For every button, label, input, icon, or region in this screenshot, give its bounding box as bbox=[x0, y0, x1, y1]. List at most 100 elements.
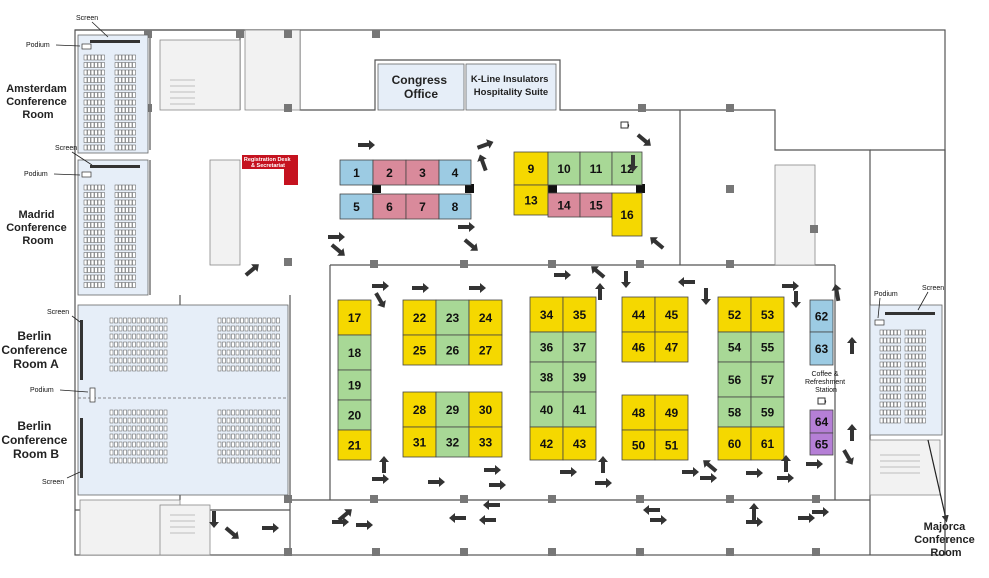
booth-8: 8 bbox=[438, 193, 472, 220]
seat bbox=[922, 329, 926, 336]
seat bbox=[136, 433, 141, 440]
seat bbox=[262, 333, 267, 340]
seat bbox=[90, 137, 95, 143]
seat bbox=[222, 325, 226, 332]
seat bbox=[121, 77, 126, 83]
seat bbox=[267, 425, 271, 432]
booth-number: 33 bbox=[479, 436, 493, 450]
booth-number: 16 bbox=[620, 208, 634, 222]
direction-arrow-icon bbox=[412, 283, 429, 293]
booth-box bbox=[547, 151, 581, 186]
seat bbox=[125, 244, 129, 251]
seat bbox=[101, 252, 105, 258]
seat bbox=[886, 337, 891, 344]
seat bbox=[121, 267, 126, 273]
seat bbox=[83, 77, 88, 83]
booth-55: 55 bbox=[750, 331, 785, 363]
seat bbox=[123, 417, 127, 424]
seat bbox=[128, 192, 133, 198]
seat bbox=[127, 325, 132, 332]
booth-number: 53 bbox=[761, 308, 775, 322]
booth-49: 49 bbox=[654, 394, 689, 431]
seat bbox=[101, 244, 105, 251]
direction-arrow-icon bbox=[703, 460, 718, 473]
seat bbox=[109, 409, 114, 416]
seat bbox=[97, 237, 102, 243]
seat bbox=[97, 222, 102, 228]
direction-arrow-icon bbox=[379, 456, 389, 473]
seat bbox=[132, 207, 136, 213]
seat bbox=[217, 341, 222, 348]
seat bbox=[118, 282, 122, 288]
seat bbox=[97, 62, 102, 68]
seat bbox=[217, 433, 222, 440]
seat bbox=[94, 237, 98, 243]
booth-23: 23 bbox=[435, 299, 470, 336]
booth-number: 10 bbox=[557, 162, 571, 176]
booth-box bbox=[435, 299, 470, 336]
seat bbox=[904, 401, 909, 408]
seat bbox=[240, 409, 244, 416]
seat bbox=[159, 317, 163, 324]
direction-arrow-icon bbox=[847, 337, 857, 354]
seat bbox=[918, 329, 923, 336]
seat bbox=[249, 349, 253, 356]
seat bbox=[83, 267, 88, 273]
seat bbox=[235, 317, 240, 324]
seat bbox=[159, 425, 163, 432]
seat bbox=[114, 449, 118, 456]
booth-42: 42 bbox=[529, 426, 564, 461]
booth-54: 54 bbox=[717, 331, 752, 363]
seat bbox=[132, 282, 136, 288]
seat bbox=[154, 357, 159, 364]
seat bbox=[908, 369, 912, 376]
seat bbox=[141, 457, 145, 464]
seat bbox=[883, 353, 887, 360]
seat bbox=[118, 425, 123, 432]
seat bbox=[118, 244, 122, 251]
seat bbox=[908, 353, 912, 360]
booth-number: 9 bbox=[528, 162, 535, 176]
seat bbox=[154, 433, 159, 440]
seat bbox=[271, 449, 276, 456]
seat bbox=[123, 433, 127, 440]
seat bbox=[240, 333, 244, 340]
seat bbox=[118, 54, 122, 61]
seat bbox=[231, 317, 235, 324]
booth-61: 61 bbox=[750, 426, 785, 461]
seat bbox=[128, 252, 133, 258]
booth-box bbox=[438, 193, 472, 220]
direction-arrow-icon bbox=[428, 477, 445, 487]
seat bbox=[125, 54, 129, 61]
seat bbox=[276, 349, 280, 356]
direction-arrow-icon bbox=[847, 424, 857, 441]
seat bbox=[128, 129, 133, 136]
seat bbox=[83, 199, 88, 206]
seat bbox=[226, 365, 231, 372]
seat bbox=[90, 62, 95, 68]
seat bbox=[240, 425, 244, 432]
seat bbox=[249, 441, 253, 448]
direction-arrow-icon bbox=[479, 515, 496, 525]
seat bbox=[262, 457, 267, 464]
booth-40: 40 bbox=[529, 391, 564, 428]
seat bbox=[904, 409, 909, 416]
booth-box bbox=[562, 426, 597, 461]
seat bbox=[231, 409, 235, 416]
seat bbox=[911, 401, 916, 408]
seat bbox=[121, 62, 126, 68]
booth-number: 56 bbox=[728, 373, 742, 387]
seat bbox=[922, 377, 926, 384]
service-areas bbox=[79, 29, 941, 556]
seat bbox=[897, 393, 901, 400]
seat bbox=[244, 325, 249, 332]
seat bbox=[249, 449, 253, 456]
seat bbox=[893, 401, 898, 408]
seat bbox=[235, 341, 240, 348]
direction-arrow-icon bbox=[650, 237, 665, 250]
seat bbox=[118, 184, 122, 191]
booth-46: 46 bbox=[621, 331, 656, 363]
seat bbox=[127, 449, 132, 456]
seat bbox=[222, 357, 226, 364]
column-markers bbox=[372, 184, 645, 193]
